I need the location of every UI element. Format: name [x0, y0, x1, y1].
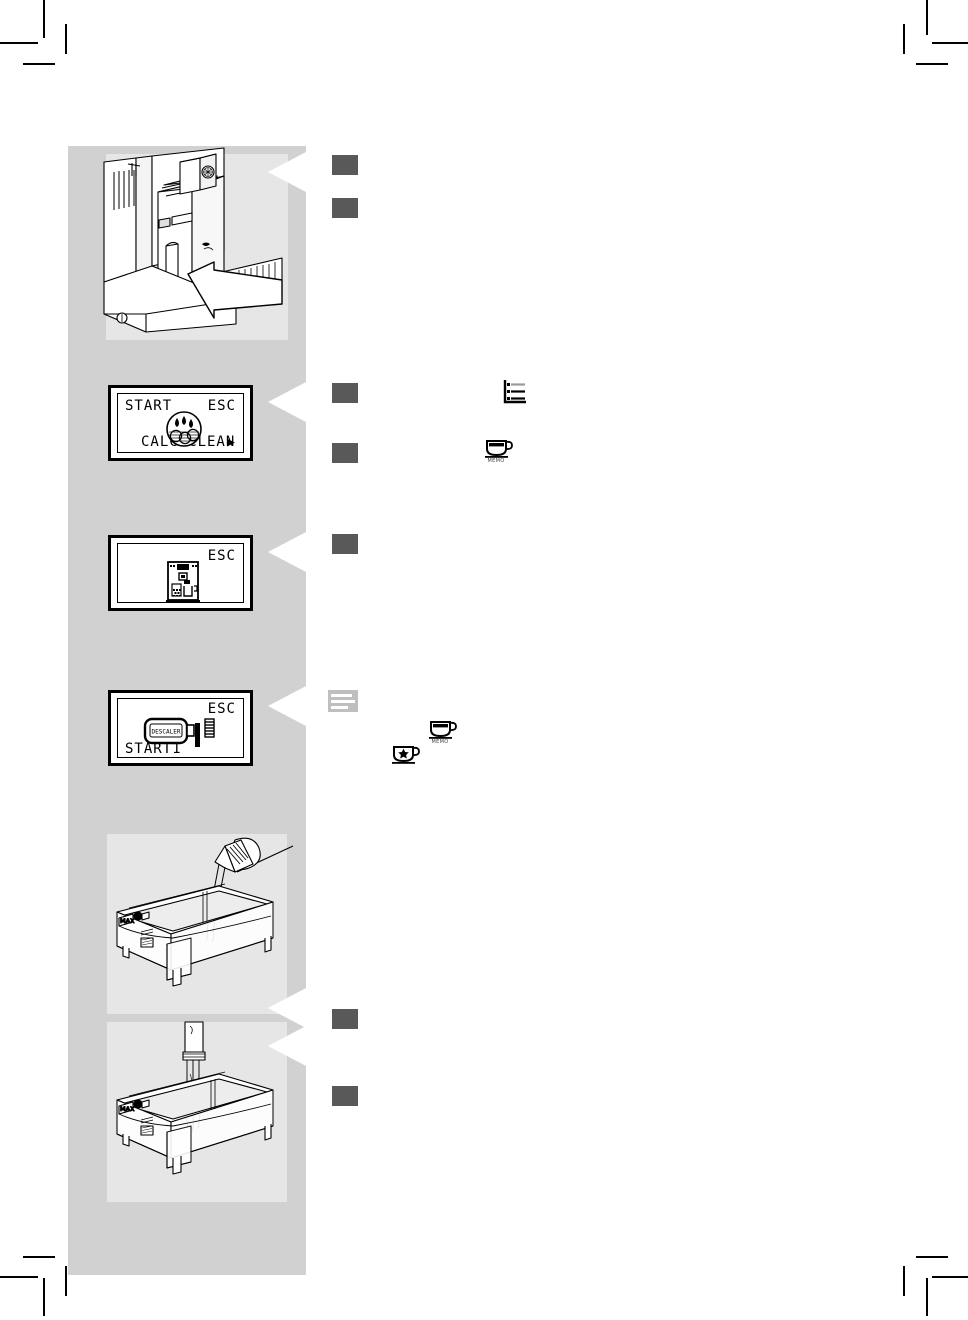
crop-mark-top-left-inner-h: [23, 63, 55, 65]
display2-esc-label: ESC: [207, 548, 236, 564]
crop-mark-bottom-right-vertical: [926, 1278, 928, 1316]
menu-list-icon: [502, 378, 528, 404]
crop-mark-bottom-left-horizontal: [0, 1276, 38, 1278]
tank-max-label-2: MAX: [120, 1105, 135, 1113]
crop-mark-top-left-inner-v: [65, 24, 67, 54]
step-marker-4: [332, 443, 358, 463]
display-add-descaler-screen: ESC START1 DESCALER: [108, 690, 253, 766]
display1-start-label: START: [125, 398, 173, 414]
cup-memo-label-2: MEMO: [431, 739, 449, 745]
step-marker-2: [332, 198, 358, 218]
descaler-bottle-icon: DESCALER: [143, 713, 223, 751]
crop-mark-bottom-right-inner-v: [903, 1266, 905, 1296]
cup-star-icon: [391, 743, 421, 765]
crop-mark-bottom-right-horizontal: [932, 1276, 968, 1278]
display-remove-tank-screen: ESC: [108, 535, 253, 611]
crop-mark-top-right-vertical: [926, 0, 928, 35]
crop-mark-top-left-vertical: [43, 0, 45, 38]
crop-mark-top-right-inner-v: [903, 24, 905, 54]
crop-mark-top-right-inner-h: [916, 63, 948, 65]
descale-droplets-icon: [163, 410, 205, 448]
machine-tank-icon: [163, 560, 203, 606]
crop-mark-bottom-left-inner-h: [23, 1256, 55, 1258]
crop-mark-bottom-right-inner-h: [916, 1256, 948, 1258]
step-marker-5: [332, 534, 358, 554]
cup-memo-label-1: MEMO: [487, 458, 505, 464]
illustration-water-tank-fill-water: MAX: [107, 1021, 287, 1202]
display3-esc-label: ESC: [207, 701, 236, 717]
crop-mark-top-left-horizontal: [0, 42, 38, 44]
cup-memo-icon-2: MEMO: [428, 718, 458, 745]
step-marker-6: [332, 1009, 358, 1029]
crop-mark-top-right-horizontal: [932, 42, 968, 44]
step-marker-1: [332, 155, 358, 175]
tank-max-label-1: MAX: [120, 917, 135, 925]
step-marker-3: [332, 383, 358, 403]
display1-next-arrow: ▶: [227, 435, 236, 450]
descaler-bottle-text: DESCALER: [152, 729, 181, 736]
note-marker-icon: [328, 690, 358, 712]
cup-memo-icon-1: MEMO: [484, 437, 514, 464]
display-calc-clean-menu-screen: START ESC CALC CLEAN ▶: [108, 385, 253, 461]
step-marker-7: [332, 1086, 358, 1106]
illustration-water-tank-pour-descaler: MAX: [107, 834, 294, 1014]
crop-mark-bottom-left-inner-v: [65, 1266, 67, 1296]
display1-esc-label: ESC: [207, 398, 236, 414]
display3-start-label: START1: [125, 741, 182, 757]
illustration-machine-water-tank-removal: [103, 147, 288, 340]
crop-mark-bottom-left-vertical: [43, 1278, 45, 1316]
